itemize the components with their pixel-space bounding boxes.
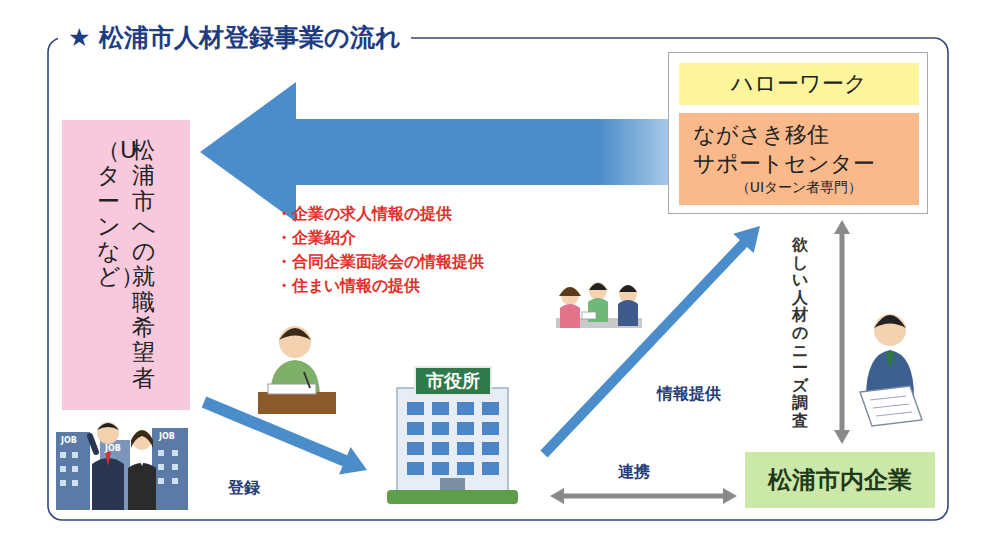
hellowork-box: ハローワーク xyxy=(679,63,919,105)
needs-survey-arrow xyxy=(834,220,850,444)
building-sign: JOB xyxy=(159,432,175,441)
diagram-title: ★ 松浦市人材登録事業の流れ xyxy=(58,22,411,54)
person-writing-illustration xyxy=(258,326,336,414)
staff-illustration xyxy=(860,314,922,426)
node-text: （Uターンなど） xyxy=(97,138,120,290)
seeker-box: 松浦市への就職希望者 （Uターンなど） xyxy=(62,120,190,410)
register-arrow xyxy=(202,397,367,475)
service-item: ・企業の求人情報の提供 xyxy=(276,202,452,226)
service-item: ・合同企業面談会の情報提供 xyxy=(276,250,484,274)
node-text: 松浦市への就職希望者 xyxy=(132,138,155,391)
edge-label: 登録 xyxy=(226,478,262,499)
support-center-box: ながさき移住 サポートセンター（UIターン者専門） xyxy=(679,113,919,205)
job-seekers-illustration xyxy=(56,422,188,510)
node-text: ハローワーク xyxy=(731,69,867,99)
edge-label: 連携 xyxy=(616,462,652,483)
service-item: ・住まい情報の提供 xyxy=(276,274,420,298)
meeting-illustration xyxy=(556,282,642,328)
sign-text: 市役所 xyxy=(414,366,492,396)
node-text: ながさき移住 サポートセンター xyxy=(693,121,905,178)
outer-frame xyxy=(48,38,948,520)
node-text: （UIターン者専門） xyxy=(693,179,905,197)
city-hall-building: 市役所 xyxy=(385,366,520,506)
edge-label: 情報提供 xyxy=(655,384,723,405)
info-flow-arrow xyxy=(200,82,668,222)
info-provide-arrow xyxy=(540,226,760,457)
service-item: ・企業紹介 xyxy=(276,226,356,250)
agency-group-box: ハローワークながさき移住 サポートセンター（UIターン者専門） xyxy=(668,52,928,214)
company-box: 松浦市内企業 xyxy=(745,452,935,508)
node-text: 松浦市内企業 xyxy=(768,464,912,496)
building-sign: JOB xyxy=(61,436,77,445)
edge-label: 欲しい人材のニーズ調査 xyxy=(790,236,810,430)
building-sign: JOB xyxy=(105,444,121,453)
cooperation-arrow xyxy=(550,488,737,504)
